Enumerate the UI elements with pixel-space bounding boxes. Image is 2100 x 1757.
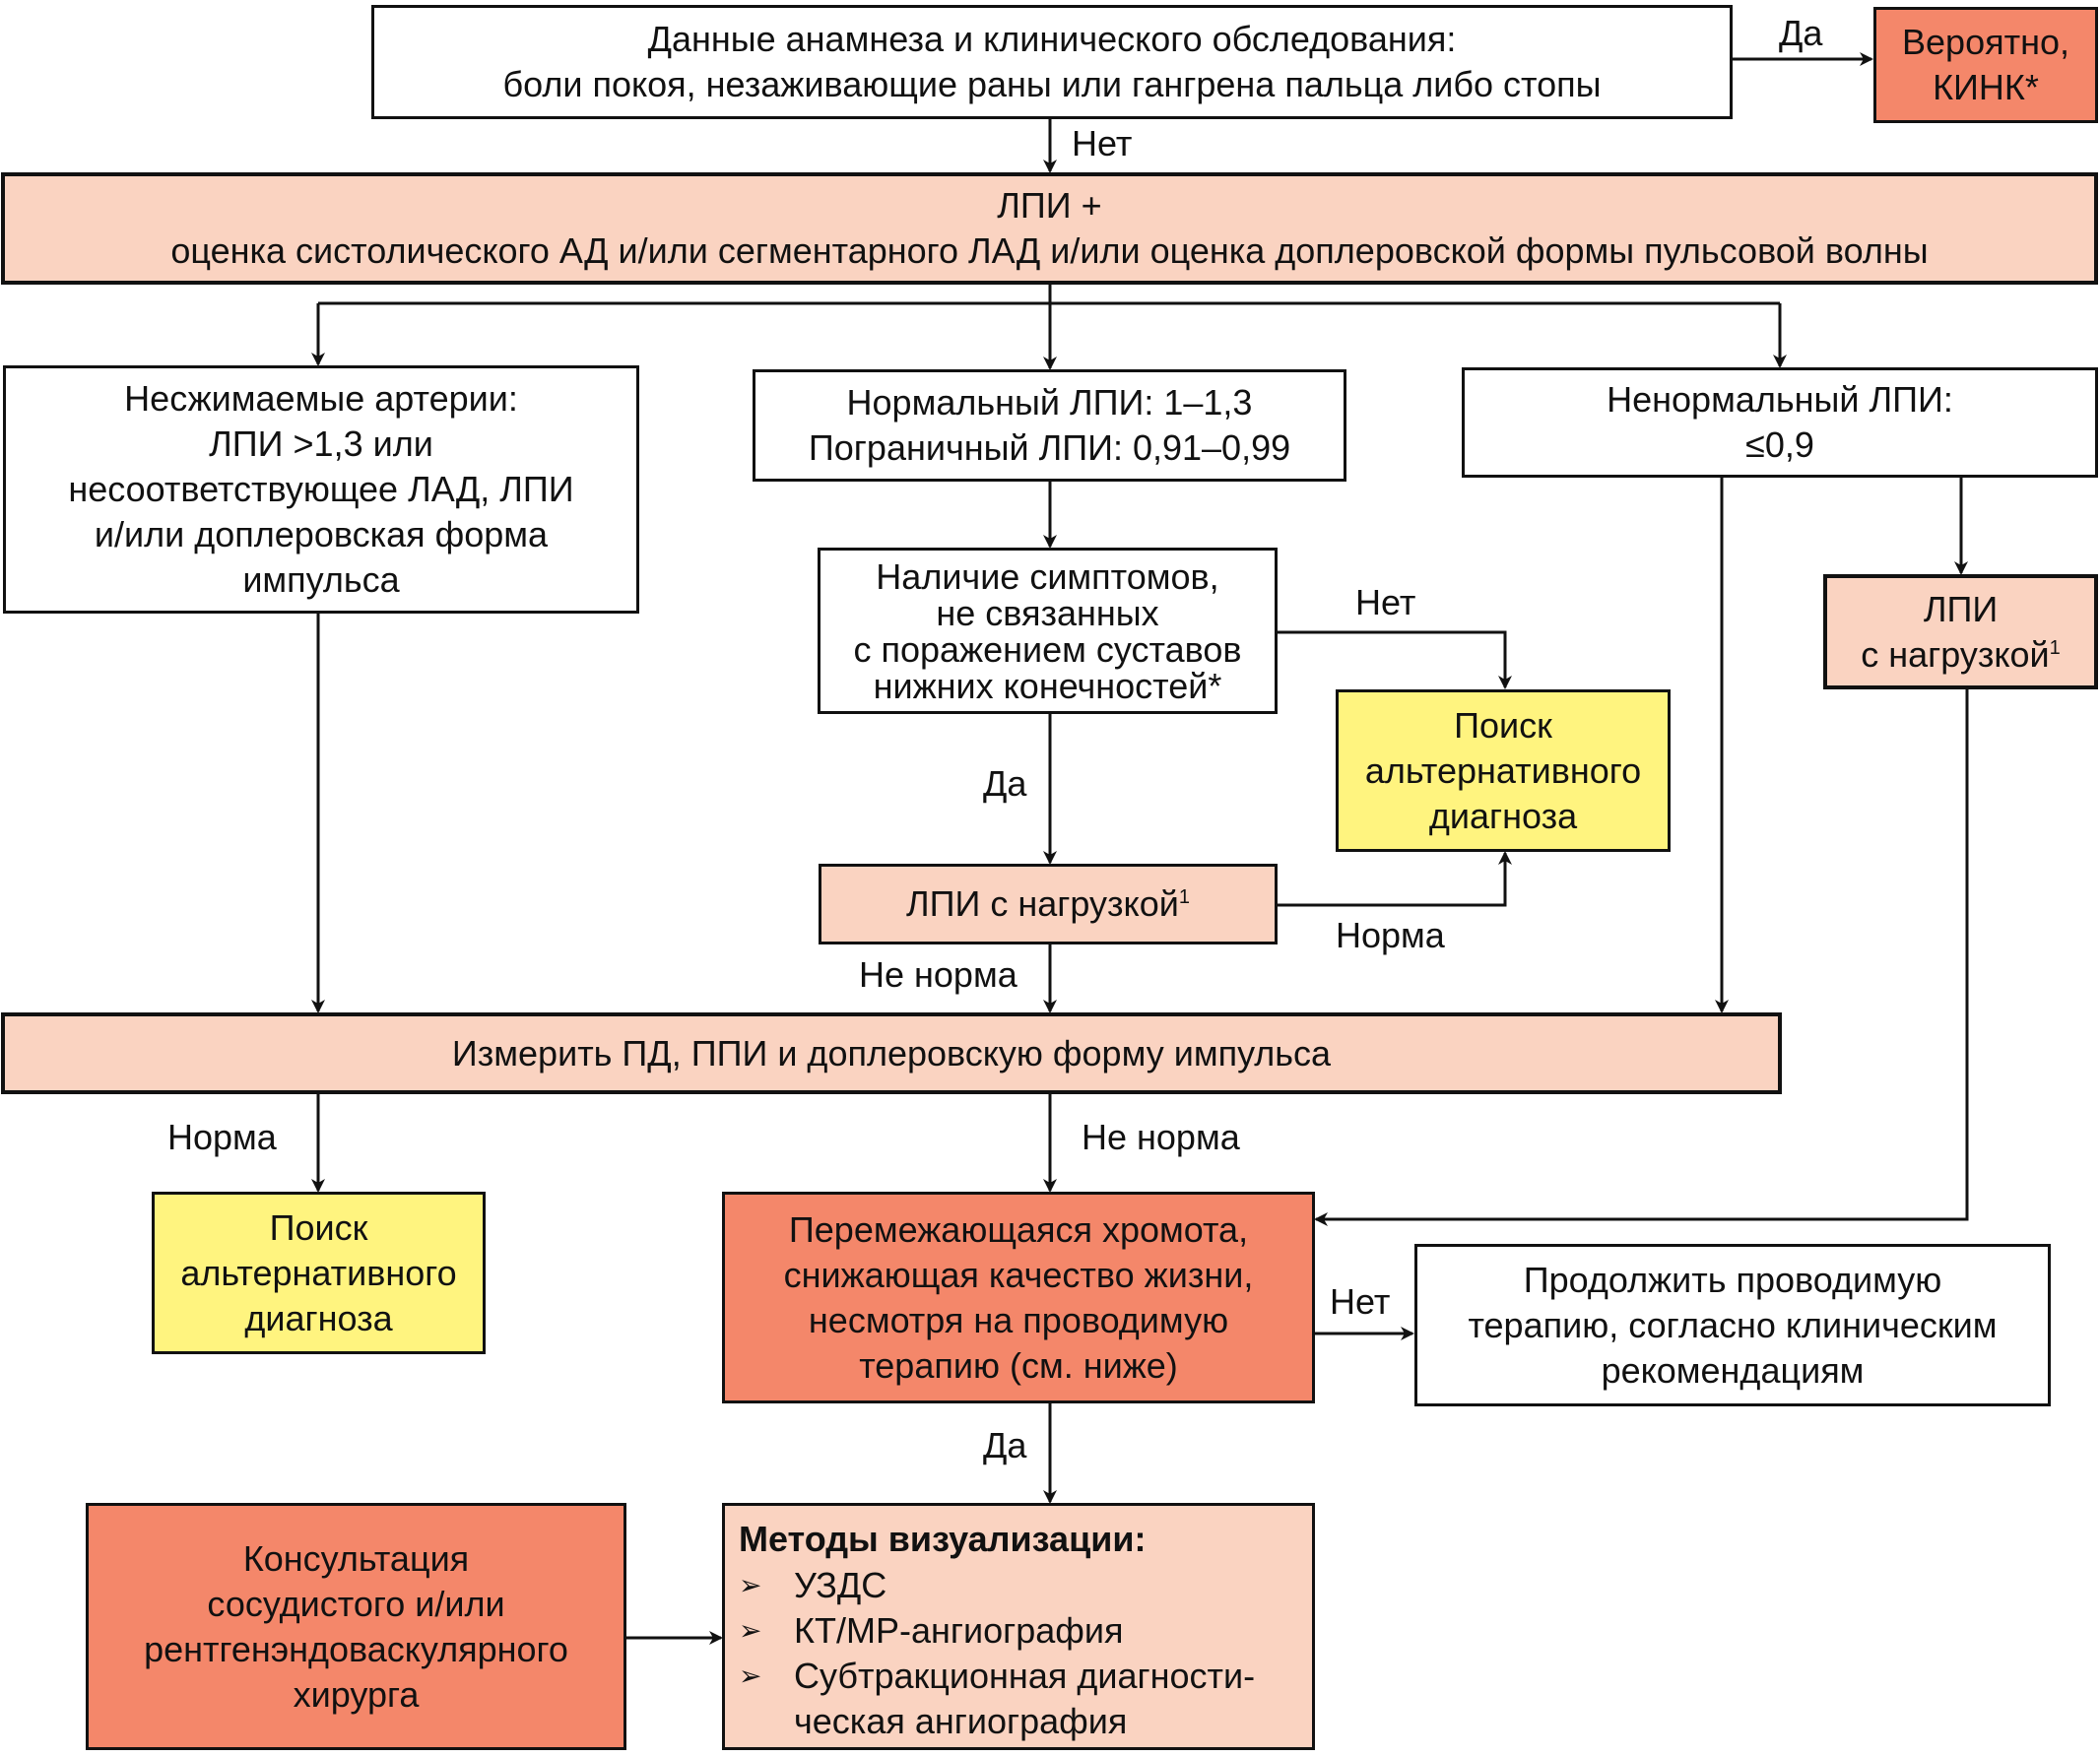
node-imaging-title: Методы визуализации: bbox=[739, 1519, 1147, 1559]
arrow-bullet-icon: ➢ bbox=[739, 1615, 762, 1646]
node-alt-diagnosis-left: Поиск альтернативного диагноза bbox=[152, 1192, 486, 1354]
node-noncompressible-line-1: Несжимаемые артерии: bbox=[124, 378, 518, 419]
node-symptoms: Наличие симптомов, не связанных с пораже… bbox=[818, 548, 1278, 714]
node-consultation-line-2: сосудистого и/или bbox=[207, 1583, 505, 1624]
imaging-item-text-line-2: ческая ангиография bbox=[794, 1701, 1128, 1741]
node-claudication-line-3: несмотря на проводимую bbox=[808, 1299, 1229, 1340]
node-exercise-mid-text: ЛПИ с нагрузкой1 bbox=[906, 881, 1190, 927]
node-imaging: Методы визуализации: ➢ УЗДС ➢ КТ/МР-анги… bbox=[722, 1503, 1315, 1750]
edge-label-history-no: Нет bbox=[1072, 123, 1133, 163]
arrow-bullet-icon: ➢ bbox=[739, 1570, 762, 1600]
node-continue-line-2: терапию, согласно клиническим bbox=[1468, 1304, 1998, 1345]
node-exercise-right-label: с нагрузкой bbox=[1861, 633, 2050, 675]
node-normal-line-1: Нормальный ЛПИ: 1–1,3 bbox=[846, 382, 1253, 423]
edge-label-exercise-abnormal: Не норма bbox=[859, 954, 1017, 995]
edge-label-symptoms-yes: Да bbox=[983, 763, 1027, 804]
node-symptoms-line-1: Наличие симптомов, bbox=[876, 555, 1219, 597]
arrow-bullet-icon: ➢ bbox=[739, 1660, 762, 1691]
edge-label-claudication-yes: Да bbox=[983, 1425, 1027, 1465]
node-probable-clti: Вероятно, КИНК* bbox=[1873, 7, 2098, 123]
node-exercise-right-line-2: с нагрузкой1 bbox=[1861, 632, 2061, 678]
node-claudication-line-4: терапию (см. ниже) bbox=[859, 1344, 1178, 1386]
node-consultation: Консультация сосудистого и/или рентгенэн… bbox=[86, 1503, 626, 1750]
node-history-line-1: Данные анамнеза и клинического обследова… bbox=[647, 19, 1457, 59]
node-claudication: Перемежающаяся хромота, снижающая качест… bbox=[722, 1192, 1315, 1403]
node-consultation-line-1: Консультация bbox=[242, 1537, 470, 1579]
node-alt-left-line-2: альтернативного bbox=[180, 1252, 457, 1293]
node-probable-line-1: Вероятно, bbox=[1902, 22, 2069, 62]
edge-label-symptoms-no: Нет bbox=[1355, 582, 1416, 622]
footnote-marker: 1 bbox=[2049, 636, 2061, 659]
node-history: Данные анамнеза и клинического обследова… bbox=[371, 5, 1733, 119]
imaging-item-text: Субтракционная диагности- ческая ангиогр… bbox=[794, 1654, 1255, 1744]
node-history-line-2: боли покоя, незаживающие раны или гангре… bbox=[502, 64, 1602, 104]
edge-label-measure-abnormal: Не норма bbox=[1082, 1117, 1240, 1157]
edge-label-history-yes: Да bbox=[1779, 13, 1823, 53]
node-symptoms-line-4: нижних конечностей* bbox=[873, 665, 1222, 706]
node-abi-assessment: ЛПИ + оценка систолического АД и/или сег… bbox=[1, 172, 2098, 285]
imaging-item: ➢ УЗДС bbox=[739, 1563, 1255, 1608]
node-alt-mid-line-1: Поиск bbox=[1454, 704, 1552, 746]
node-continue-line-3: рекомендациям bbox=[1601, 1349, 1865, 1391]
edge-label-exercise-normal: Норма bbox=[1336, 915, 1445, 955]
edge-label-measure-normal: Норма bbox=[167, 1117, 277, 1157]
node-normal-line-2: Пограничный ЛПИ: 0,91–0,99 bbox=[808, 427, 1291, 468]
node-exercise-abi-mid: ЛПИ с нагрузкой1 bbox=[819, 864, 1278, 944]
imaging-item-text-line-1: Субтракционная диагности- bbox=[794, 1656, 1256, 1696]
node-noncompressible-line-4: и/или доплеровская форма bbox=[94, 514, 549, 554]
node-abnormal-abi: Ненормальный ЛПИ: ≤0,9 bbox=[1462, 367, 2098, 478]
node-exercise-right-line-1: ЛПИ bbox=[1923, 588, 1999, 629]
node-noncompressible-line-5: импульса bbox=[242, 559, 400, 600]
node-alt-left-line-3: диагноза bbox=[244, 1297, 393, 1338]
node-probable-line-2: КИНК* bbox=[1933, 67, 2039, 107]
edge-label-claudication-no: Нет bbox=[1330, 1281, 1391, 1322]
imaging-list: ➢ УЗДС ➢ КТ/МР-ангиография ➢ Субтракцион… bbox=[739, 1563, 1255, 1744]
node-alt-diagnosis-mid: Поиск альтернативного диагноза bbox=[1336, 689, 1671, 852]
imaging-item: ➢ Субтракционная диагности- ческая ангио… bbox=[739, 1654, 1255, 1744]
node-alt-mid-line-3: диагноза bbox=[1428, 795, 1578, 836]
node-abnormal-line-1: Ненормальный ЛПИ: bbox=[1607, 379, 1953, 420]
node-claudication-line-1: Перемежающаяся хромота, bbox=[788, 1208, 1249, 1250]
node-alt-mid-line-2: альтернативного bbox=[1364, 749, 1642, 791]
node-exercise-mid-label: ЛПИ с нагрузкой bbox=[906, 883, 1179, 924]
footnote-marker: 1 bbox=[1178, 886, 1190, 908]
node-noncompressible: Несжимаемые артерии: ЛПИ >1,3 или несоот… bbox=[3, 365, 639, 614]
node-normal-abi: Нормальный ЛПИ: 1–1,3 Пограничный ЛПИ: 0… bbox=[753, 369, 1346, 482]
node-symptoms-line-3: с поражением суставов bbox=[853, 628, 1242, 670]
node-alt-left-line-1: Поиск bbox=[269, 1206, 368, 1248]
node-abi-line-2: оценка систолического АД и/или сегментар… bbox=[170, 230, 1929, 271]
imaging-item-text: УЗДС bbox=[794, 1565, 887, 1605]
node-symptoms-line-2: не связанных bbox=[936, 592, 1159, 633]
node-noncompressible-line-3: несоответствующее ЛАД, ЛПИ bbox=[68, 469, 574, 509]
node-exercise-abi-right: ЛПИ с нагрузкой1 bbox=[1823, 574, 2098, 689]
node-abnormal-line-2: ≤0,9 bbox=[1745, 424, 1814, 465]
node-consultation-line-3: рентгенэндоваскулярного bbox=[144, 1628, 568, 1669]
arrow-exercise-to-alt bbox=[1277, 851, 1512, 907]
node-measure-text: Измерить ПД, ППИ и доплеровскую форму им… bbox=[451, 1032, 1332, 1074]
node-consultation-line-4: хирурга bbox=[293, 1673, 420, 1715]
node-noncompressible-line-2: ЛПИ >1,3 или bbox=[209, 423, 433, 464]
imaging-item-text: КТ/МР-ангиография bbox=[794, 1610, 1124, 1651]
node-abi-line-1: ЛПИ + bbox=[997, 185, 1102, 226]
node-measure: Измерить ПД, ППИ и доплеровскую форму им… bbox=[1, 1012, 1782, 1094]
node-claudication-line-2: снижающая качество жизни, bbox=[783, 1254, 1254, 1295]
node-continue-line-1: Продолжить проводимую bbox=[1523, 1259, 1942, 1300]
arrow-symptoms-to-alt bbox=[1277, 630, 1512, 689]
node-continue-therapy: Продолжить проводимую терапию, согласно … bbox=[1414, 1244, 2051, 1406]
imaging-item: ➢ КТ/МР-ангиография bbox=[739, 1608, 1255, 1654]
